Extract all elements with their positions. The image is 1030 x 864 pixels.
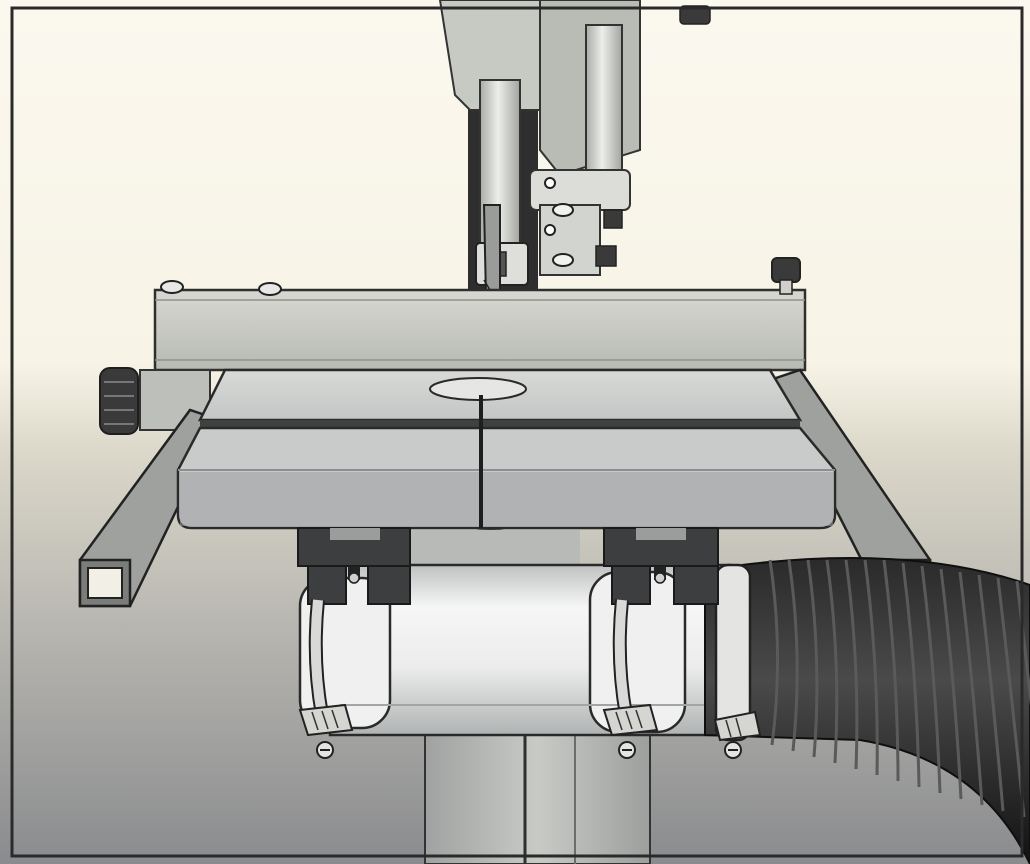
table-insert: [429, 377, 527, 401]
fence-rail: [153, 257, 807, 372]
mount-bracket-right: [603, 527, 719, 605]
hose-ribs: [768, 559, 1030, 818]
dust-pipe: [298, 563, 732, 737]
hose-rib: [901, 562, 921, 788]
fence-lock-knob: [771, 257, 801, 283]
image-border: [10, 6, 1024, 858]
dust-collection-hose: [704, 557, 1030, 864]
rail-bolt: [160, 280, 184, 294]
hose-rib: [920, 565, 942, 794]
hose-rib: [863, 559, 879, 776]
saw-table: [176, 368, 837, 530]
hose-clamp-left: [298, 599, 354, 759]
hose-rib: [939, 568, 963, 800]
hose-rib: [844, 559, 859, 770]
hose-rib: [882, 559, 900, 782]
hose-rib: [825, 559, 839, 764]
hose-cuff: [714, 563, 752, 742]
hose-rib: [806, 559, 819, 758]
lower-wheel-housing: [409, 529, 580, 570]
mount-bracket-left: [297, 527, 411, 605]
tilt-knob: [99, 367, 211, 435]
hose-rib: [787, 559, 799, 752]
hose-clamp-middle: [602, 599, 659, 759]
hose-rib: [958, 571, 984, 806]
rail-bolt: [258, 282, 282, 296]
hose-rib: [768, 559, 780, 746]
hose-clamp-right: [713, 710, 762, 759]
hose-rib: [977, 574, 1005, 812]
top-knob: [679, 5, 711, 25]
